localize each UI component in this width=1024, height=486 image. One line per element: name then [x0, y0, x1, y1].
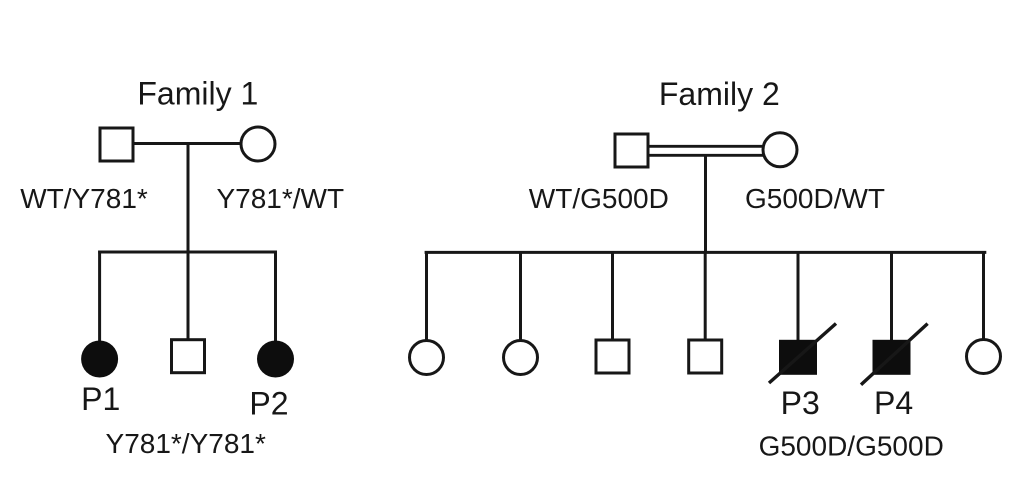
- svg-text:P2: P2: [249, 386, 288, 422]
- svg-text:WT/Y781*: WT/Y781*: [20, 183, 148, 214]
- svg-text:G500D/WT: G500D/WT: [745, 183, 885, 214]
- svg-text:P1: P1: [81, 381, 120, 417]
- svg-text:P4: P4: [874, 385, 913, 421]
- svg-text:Family 1: Family 1: [137, 76, 258, 112]
- svg-text:Y781*/Y781*: Y781*/Y781*: [106, 428, 266, 459]
- svg-text:G500D/G500D: G500D/G500D: [759, 431, 944, 462]
- svg-text:WT/G500D: WT/G500D: [529, 183, 669, 214]
- svg-text:Y781*/WT: Y781*/WT: [216, 183, 344, 214]
- svg-text:P3: P3: [781, 385, 820, 421]
- svg-text:Family 2: Family 2: [659, 76, 780, 112]
